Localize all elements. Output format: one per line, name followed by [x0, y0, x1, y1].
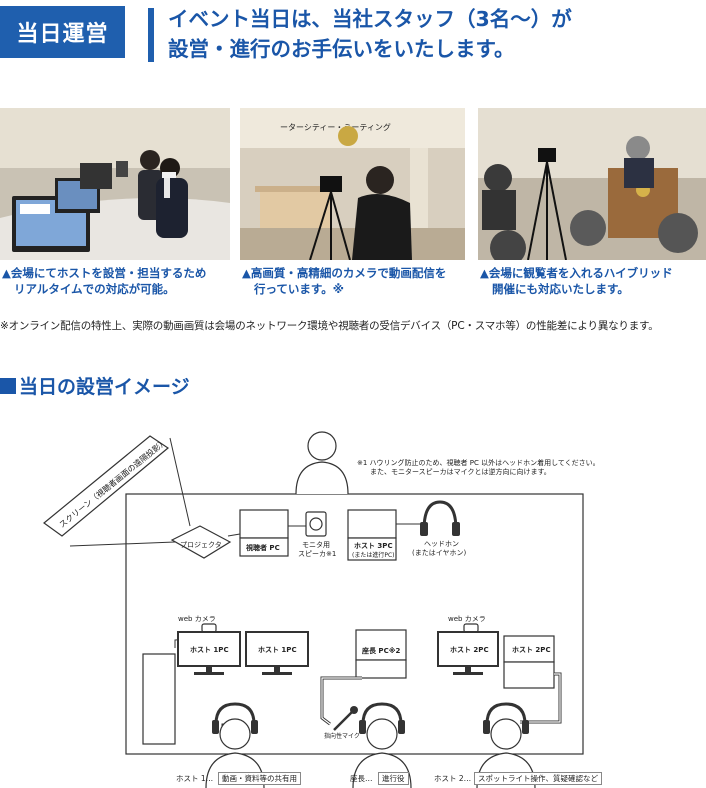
caption-1-line-2: リアルタイムでの対応が可能。	[14, 282, 175, 296]
host3-label-line-1: ホスト 3PC	[354, 542, 393, 550]
desk-box	[142, 653, 176, 745]
header-accent-bar	[148, 8, 154, 62]
viewer-person-icon	[295, 431, 349, 495]
caption-1-line-1: ▲会場にてホストを設営・担当するため	[2, 266, 207, 280]
host1-b-label: ホスト 1PC	[258, 646, 297, 654]
monitor-speaker-line-2: スピーカ※1	[298, 550, 336, 558]
quality-footnote: ※オンライン配信の特性上、実際の動画画質は会場のネットワーク環境や視聴者の受信デ…	[0, 320, 659, 332]
webcam-left-label: web カメラ	[178, 615, 216, 623]
diagram-note-line-2: また、モニタースピーカはマイクとは逆方向に向けます。	[370, 467, 551, 476]
room-outline	[125, 493, 584, 755]
screen-icon: スクリーン（視聴者画面の遠隔投影）	[43, 435, 170, 537]
projector-label: プロジェクタ	[180, 540, 222, 549]
chair-pc-icon: 座長 PC※2	[355, 629, 407, 679]
host2-a-label: ホスト 2PC	[450, 646, 489, 654]
headphone-label-line-2: (またはイヤホン)	[412, 549, 467, 557]
legend-host1-role: ホスト 1…	[176, 774, 214, 783]
monitor-speaker-line-1: モニタ用	[302, 540, 330, 549]
host3-pc-icon: ホスト 3PC (または進行PC)	[347, 509, 397, 561]
viewer-pc-label: 視聴者 PC	[245, 543, 280, 552]
headline: イベント当日は、当社スタッフ（3名〜）が 設営・進行のお手伝いをいたします。	[168, 4, 572, 64]
diagram-note-line-1: ※1 ハウリング防止のため、視聴者 PC 以外はヘッドホン着用してください。	[357, 458, 600, 467]
host1-a-label: ホスト 1PC	[190, 646, 229, 654]
webcam-right-icon	[463, 623, 479, 633]
photo-caption-2: ▲高画質・高精細のカメラで動画配信を 行っています。※	[242, 265, 474, 297]
setup-diagram: ※1 ハウリング防止のため、視聴者 PC 以外はヘッドホン着用してください。 ま…	[43, 431, 600, 788]
chair-pc-label: 座長 PC※2	[362, 646, 401, 655]
legend-host1-desc: 動画・資料等の共有用	[218, 772, 301, 785]
photo-caption-3: ▲会場に観覧者を入れるハイブリッド 開催にも対応いたします。	[480, 265, 706, 297]
legend-host2-desc: スポットライト操作、質疑確認など	[474, 772, 602, 785]
square-bullet-icon	[0, 378, 16, 394]
host1-monitor-a: ホスト 1PC	[177, 631, 241, 675]
microphone-icon	[333, 706, 358, 731]
webcam-right-label: web カメラ	[448, 615, 486, 623]
headline-line-1: イベント当日は、当社スタッフ（3名〜）が	[168, 7, 572, 31]
venue-banner-text: ーターシティー・ミーティング	[280, 122, 391, 132]
host2-laptop: ホスト 2PC	[503, 635, 555, 689]
speaker-icon	[305, 511, 327, 537]
photo-caption-1: ▲会場にてホストを設営・担当するため リアルタイムでの対応が可能。	[2, 265, 234, 297]
projector-icon: プロジェクタ	[170, 525, 232, 559]
mic-label: 指向性マイク	[324, 732, 360, 740]
caption-2-line-1: ▲高画質・高精細のカメラで動画配信を	[242, 266, 447, 280]
photo-hybrid-audience	[478, 108, 706, 260]
headphone-label-line-1: ヘッドホン	[424, 540, 459, 548]
host2-b-label: ホスト 2PC	[512, 646, 551, 654]
legend-host2-role: ホスト 2…	[434, 774, 472, 783]
legend-chair-role: 座長…	[350, 774, 373, 783]
photo-host-setup	[0, 108, 230, 260]
caption-3-line-1: ▲会場に観覧者を入れるハイブリッド	[480, 266, 673, 280]
caption-2-line-2: 行っています。※	[254, 282, 344, 296]
section-title-text: 当日の設営イメージ	[19, 376, 190, 398]
headphone-icon	[420, 500, 460, 536]
viewer-pc-icon: 視聴者 PC	[239, 509, 289, 557]
section-title: 当日の設営イメージ	[0, 372, 190, 399]
webcam-left-icon	[201, 623, 217, 633]
section-badge: 当日運営	[0, 6, 125, 58]
host2-monitor: ホスト 2PC	[437, 631, 499, 675]
host3-label-line-2: (または進行PC)	[352, 551, 395, 559]
legend-chair-desc: 進行役	[378, 772, 409, 785]
caption-3-line-2: 開催にも対応いたします。	[492, 282, 629, 296]
screen-label: スクリーン（視聴者画面の遠隔投影）	[57, 436, 169, 529]
role-legend: ホスト 1… 動画・資料等の共有用 座長… 進行役 ホスト 2… スポットライト…	[176, 772, 606, 787]
host1-monitor-b: ホスト 1PC	[245, 631, 309, 675]
photo-camera-streaming: ーターシティー・ミーティング	[240, 108, 465, 260]
headline-line-2: 設営・進行のお手伝いをいたします。	[168, 37, 515, 61]
